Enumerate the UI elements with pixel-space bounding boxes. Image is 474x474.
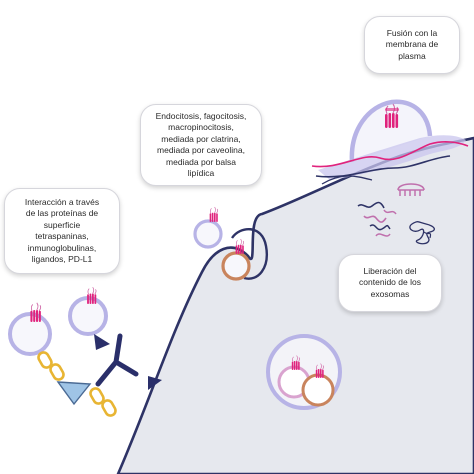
ligand-triangle-blue bbox=[56, 381, 92, 406]
callout-release-text: Liberación del contenido de los exosomas bbox=[359, 265, 421, 299]
fused-membrane-strand bbox=[311, 141, 469, 168]
dna-coil-icon bbox=[409, 221, 436, 245]
callout-release: Liberación del contenido de los exosomas bbox=[338, 254, 442, 312]
callout-fusion-text: Fusión con la membrana de plasma bbox=[385, 27, 439, 61]
endocytosis-vesicle-outside bbox=[193, 206, 223, 249]
callout-endocytosis-text: Endocitosis, fagocitosis, macropinocitos… bbox=[155, 110, 247, 179]
receptor-y-shape bbox=[95, 333, 139, 387]
interaction-vesicle-left bbox=[8, 302, 52, 356]
inner-vesicle-orange bbox=[301, 373, 335, 407]
interaction-vesicle-top bbox=[68, 286, 108, 336]
callout-interaction-text: Interacción a través de las proteínas de… bbox=[24, 196, 100, 265]
trna-comb-icon bbox=[397, 183, 425, 196]
callout-endocytosis: Endocitosis, fagocitosis, macropinocitos… bbox=[140, 104, 262, 186]
ligand-chain-yellow bbox=[37, 351, 117, 417]
internal-endosome bbox=[266, 334, 342, 410]
released-contents bbox=[357, 183, 436, 245]
rna-strand bbox=[357, 201, 385, 209]
fusion-vesicle bbox=[311, 99, 469, 185]
callout-interaction: Interacción a través de las proteínas de… bbox=[4, 188, 120, 274]
receptor-triangle-right bbox=[148, 376, 162, 390]
membrane-pocket bbox=[231, 228, 268, 280]
receptor-triangle-top bbox=[94, 334, 110, 350]
endocytosis-vesicle-pocket bbox=[221, 238, 251, 281]
callout-fusion: Fusión con la membrana de plasma bbox=[364, 16, 460, 74]
